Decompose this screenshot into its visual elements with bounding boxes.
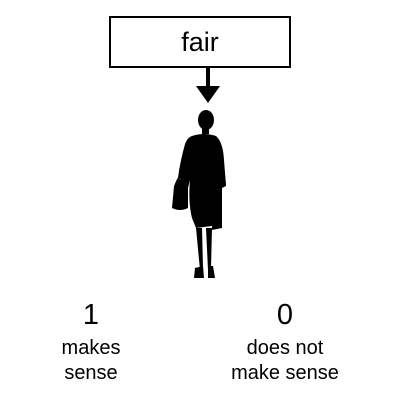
- option-label-line1: makes: [61, 337, 121, 359]
- option-key: 1: [82, 299, 100, 331]
- woman-silhouette-icon: [172, 110, 226, 278]
- option-label: makes sense: [11, 336, 171, 386]
- down-arrow-icon: [196, 68, 220, 103]
- option-label-line2: make sense: [231, 362, 339, 384]
- option-label-line2: sense: [64, 362, 118, 384]
- option-does-not-make-sense: 0 does not make sense: [205, 300, 365, 386]
- option-label-line1: does not: [246, 337, 324, 359]
- option-makes-sense: 1 makes sense: [11, 300, 171, 386]
- stimulus-word: fair: [181, 26, 219, 57]
- option-key: 0: [276, 299, 294, 331]
- option-label: does not make sense: [205, 336, 365, 386]
- word-box: fair: [109, 16, 291, 68]
